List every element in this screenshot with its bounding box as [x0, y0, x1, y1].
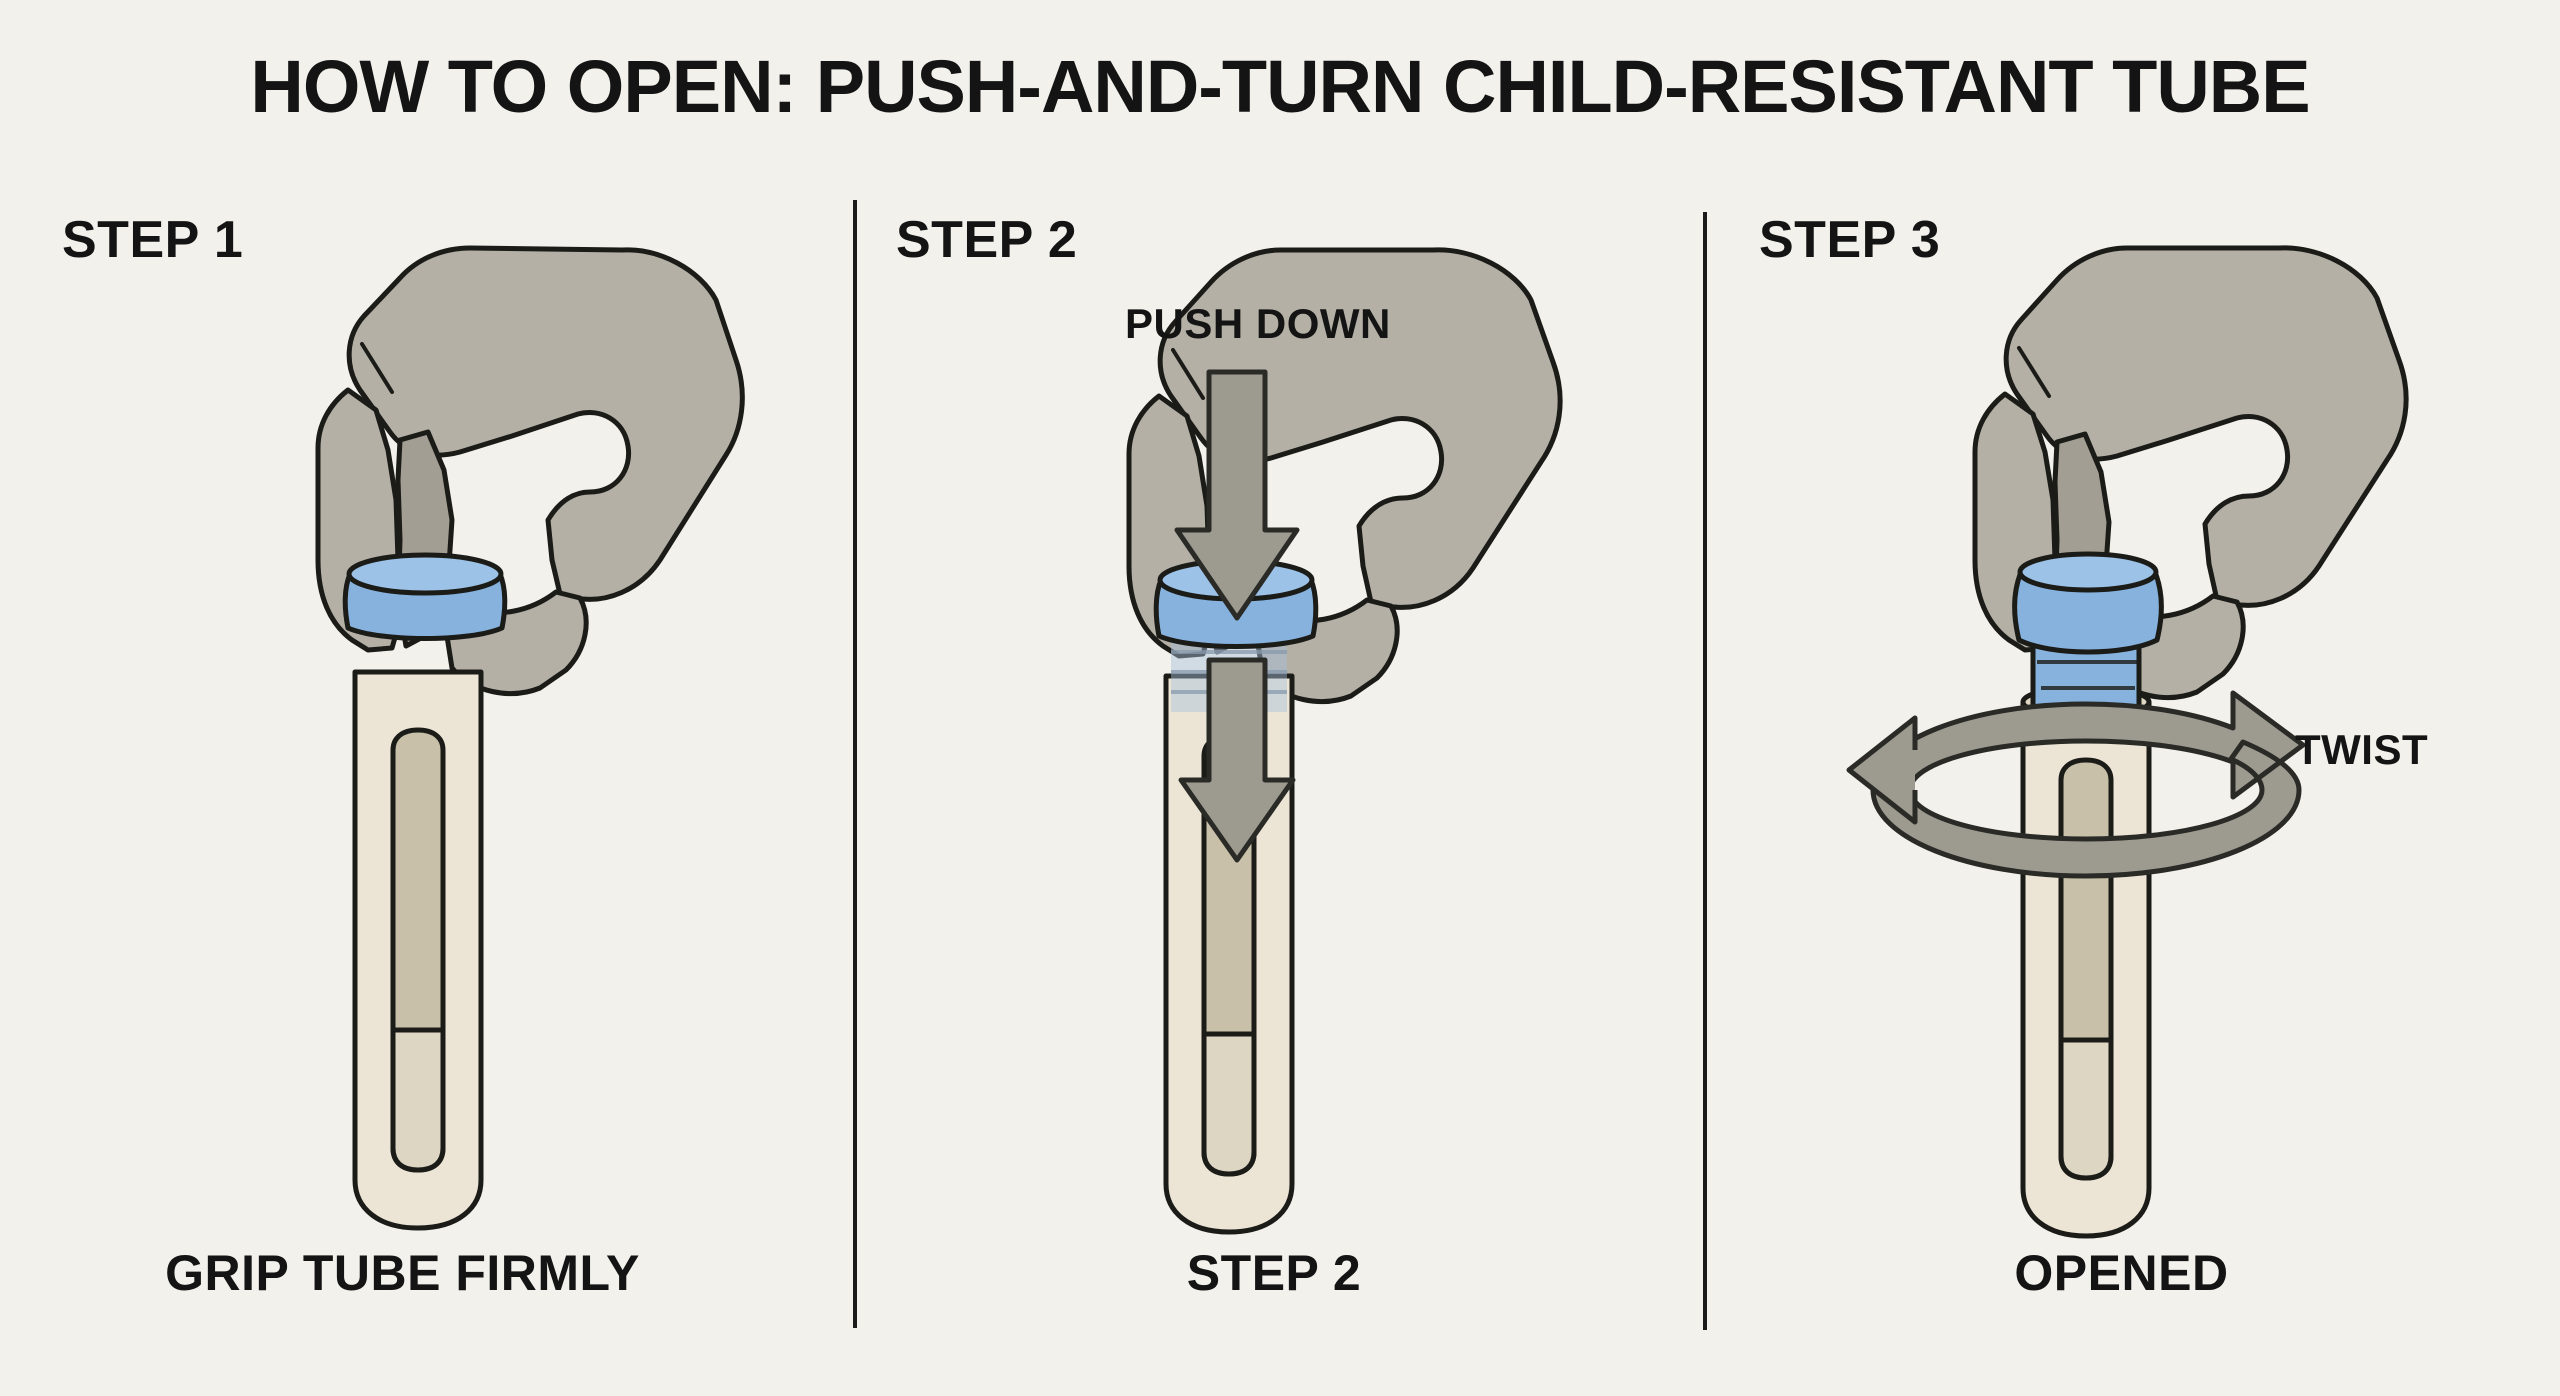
caption-step-2: STEP 2 [1186, 1245, 1362, 1301]
cap-top-surface [2017, 551, 2159, 593]
caption-step-1: GRIP TUBE FIRMLY [165, 1245, 640, 1301]
knuckle-crease [360, 342, 394, 394]
hand-shape [2003, 245, 2409, 608]
illustration-step-3 [1846, 245, 2409, 1239]
step-label-3: STEP 3 [1759, 211, 1941, 269]
panel-step-3: STEP 3 [1703, 0, 2560, 1396]
push-arrow-upper [1174, 369, 1300, 621]
panel-step-2: STEP 2 [853, 0, 1703, 1396]
annotation-twist: TWIST [2295, 726, 2429, 773]
twist-ribbon [1870, 690, 2306, 879]
tube-inner-lower [2058, 1037, 2114, 1181]
panel-divider-2 [1703, 212, 1707, 1330]
illustration-step-2 [1126, 247, 1563, 1235]
push-arrow-lower [1178, 657, 1296, 863]
cap-body [2012, 569, 2164, 655]
panel-step-1: STEP 1 [0, 0, 853, 1396]
cap-top-surface [346, 552, 504, 596]
annotation-push-down: PUSH DOWN [1125, 300, 1391, 347]
hand-shape [346, 245, 745, 602]
knuckle-crease [2017, 346, 2051, 398]
caption-step-3: OPENED [2014, 1245, 2229, 1301]
tube-inner-lower [1201, 1031, 1257, 1177]
knuckle-crease [1171, 348, 1205, 400]
page-title: HOW TO OPEN: PUSH-AND-TURN CHILD-RESISTA… [250, 45, 2310, 128]
step-label-1: STEP 1 [62, 211, 244, 269]
step-label-2: STEP 2 [896, 211, 1078, 269]
tube-group-1 [342, 552, 508, 1231]
tube-group-3 [2012, 551, 2164, 1239]
twist-ribbon-left-head [1846, 715, 1918, 825]
twist-rotation-arrow [1846, 690, 2306, 879]
illustration-step-1 [315, 245, 745, 1231]
panel-divider-1 [853, 200, 857, 1328]
hand-shape [1157, 247, 1563, 610]
tube-inner-lower [390, 1027, 446, 1173]
